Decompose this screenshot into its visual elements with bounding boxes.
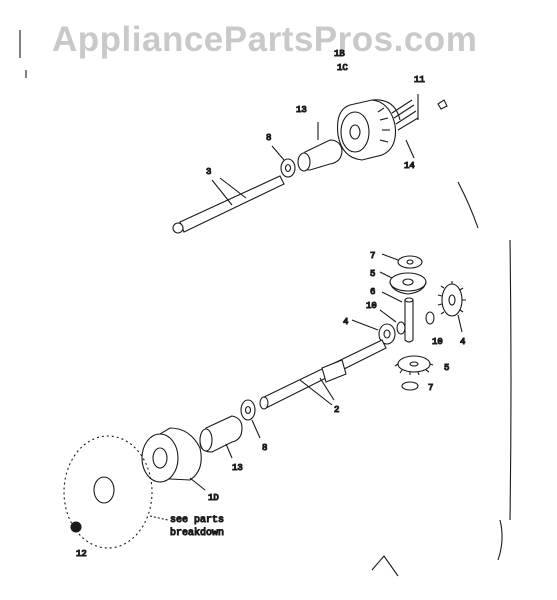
part-7-washer-top bbox=[381, 253, 423, 269]
label-7-top: 7 bbox=[370, 251, 375, 261]
label-14: 14 bbox=[404, 161, 415, 171]
part-1c-hub bbox=[336, 99, 401, 161]
label-10-right: 10 bbox=[432, 337, 443, 347]
part-5-gear-bottom bbox=[394, 355, 434, 376]
part-6-pin bbox=[381, 291, 414, 343]
part-8-washer-top bbox=[271, 145, 296, 178]
label-1c: 1C bbox=[337, 63, 348, 73]
part-4-washer-left bbox=[351, 319, 396, 345]
part-3-shaft bbox=[172, 175, 285, 234]
label-7-bottom: 7 bbox=[428, 383, 433, 393]
label-5-bottom: 5 bbox=[444, 363, 449, 373]
part-2-shaft bbox=[259, 339, 387, 410]
note-see-parts: see parts bbox=[170, 515, 224, 526]
label-13-bottom: 13 bbox=[232, 463, 243, 473]
part-11-small bbox=[437, 99, 448, 110]
label-1d: 1D bbox=[208, 493, 219, 503]
gear-outline-dotted bbox=[63, 435, 169, 549]
label-4-right: 4 bbox=[460, 337, 465, 347]
label-11: 11 bbox=[414, 75, 425, 85]
label-10-left: 10 bbox=[366, 301, 377, 311]
part-4-gear-right bbox=[437, 281, 466, 333]
label-8-bottom: 8 bbox=[262, 443, 267, 453]
label-13-top: 13 bbox=[296, 105, 307, 115]
label-4-left: 4 bbox=[343, 317, 348, 327]
right-edge-lines bbox=[371, 181, 512, 577]
part-13-sleeve-top bbox=[297, 122, 343, 172]
label-6: 6 bbox=[370, 287, 375, 297]
label-12: 12 bbox=[76, 549, 87, 559]
part-5-gear-top bbox=[379, 271, 427, 295]
note-breakdown: breakdown bbox=[170, 527, 224, 539]
label-3: 3 bbox=[206, 167, 211, 177]
label-2: 2 bbox=[334, 405, 339, 415]
part-13-sleeve-bottom bbox=[199, 415, 243, 459]
part-12-screw bbox=[70, 521, 82, 533]
part-14-pins bbox=[391, 94, 419, 159]
part-8-washer-bottom bbox=[240, 399, 261, 439]
edge-marks bbox=[19, 30, 27, 78]
part-1d-hub bbox=[141, 427, 206, 491]
callout-labels: 1B 1C 11 13 8 14 3 7 5 6 10 10 4 4 5 7 2… bbox=[75, 48, 466, 559]
label-5-top: 5 bbox=[370, 269, 375, 279]
watermark: AppliancePartsPros.com bbox=[52, 20, 478, 59]
part-7-washer-bottom bbox=[401, 381, 419, 391]
label-1b: 1B bbox=[334, 49, 345, 59]
label-8-top: 8 bbox=[266, 133, 271, 143]
part-10-washers bbox=[379, 309, 435, 335]
